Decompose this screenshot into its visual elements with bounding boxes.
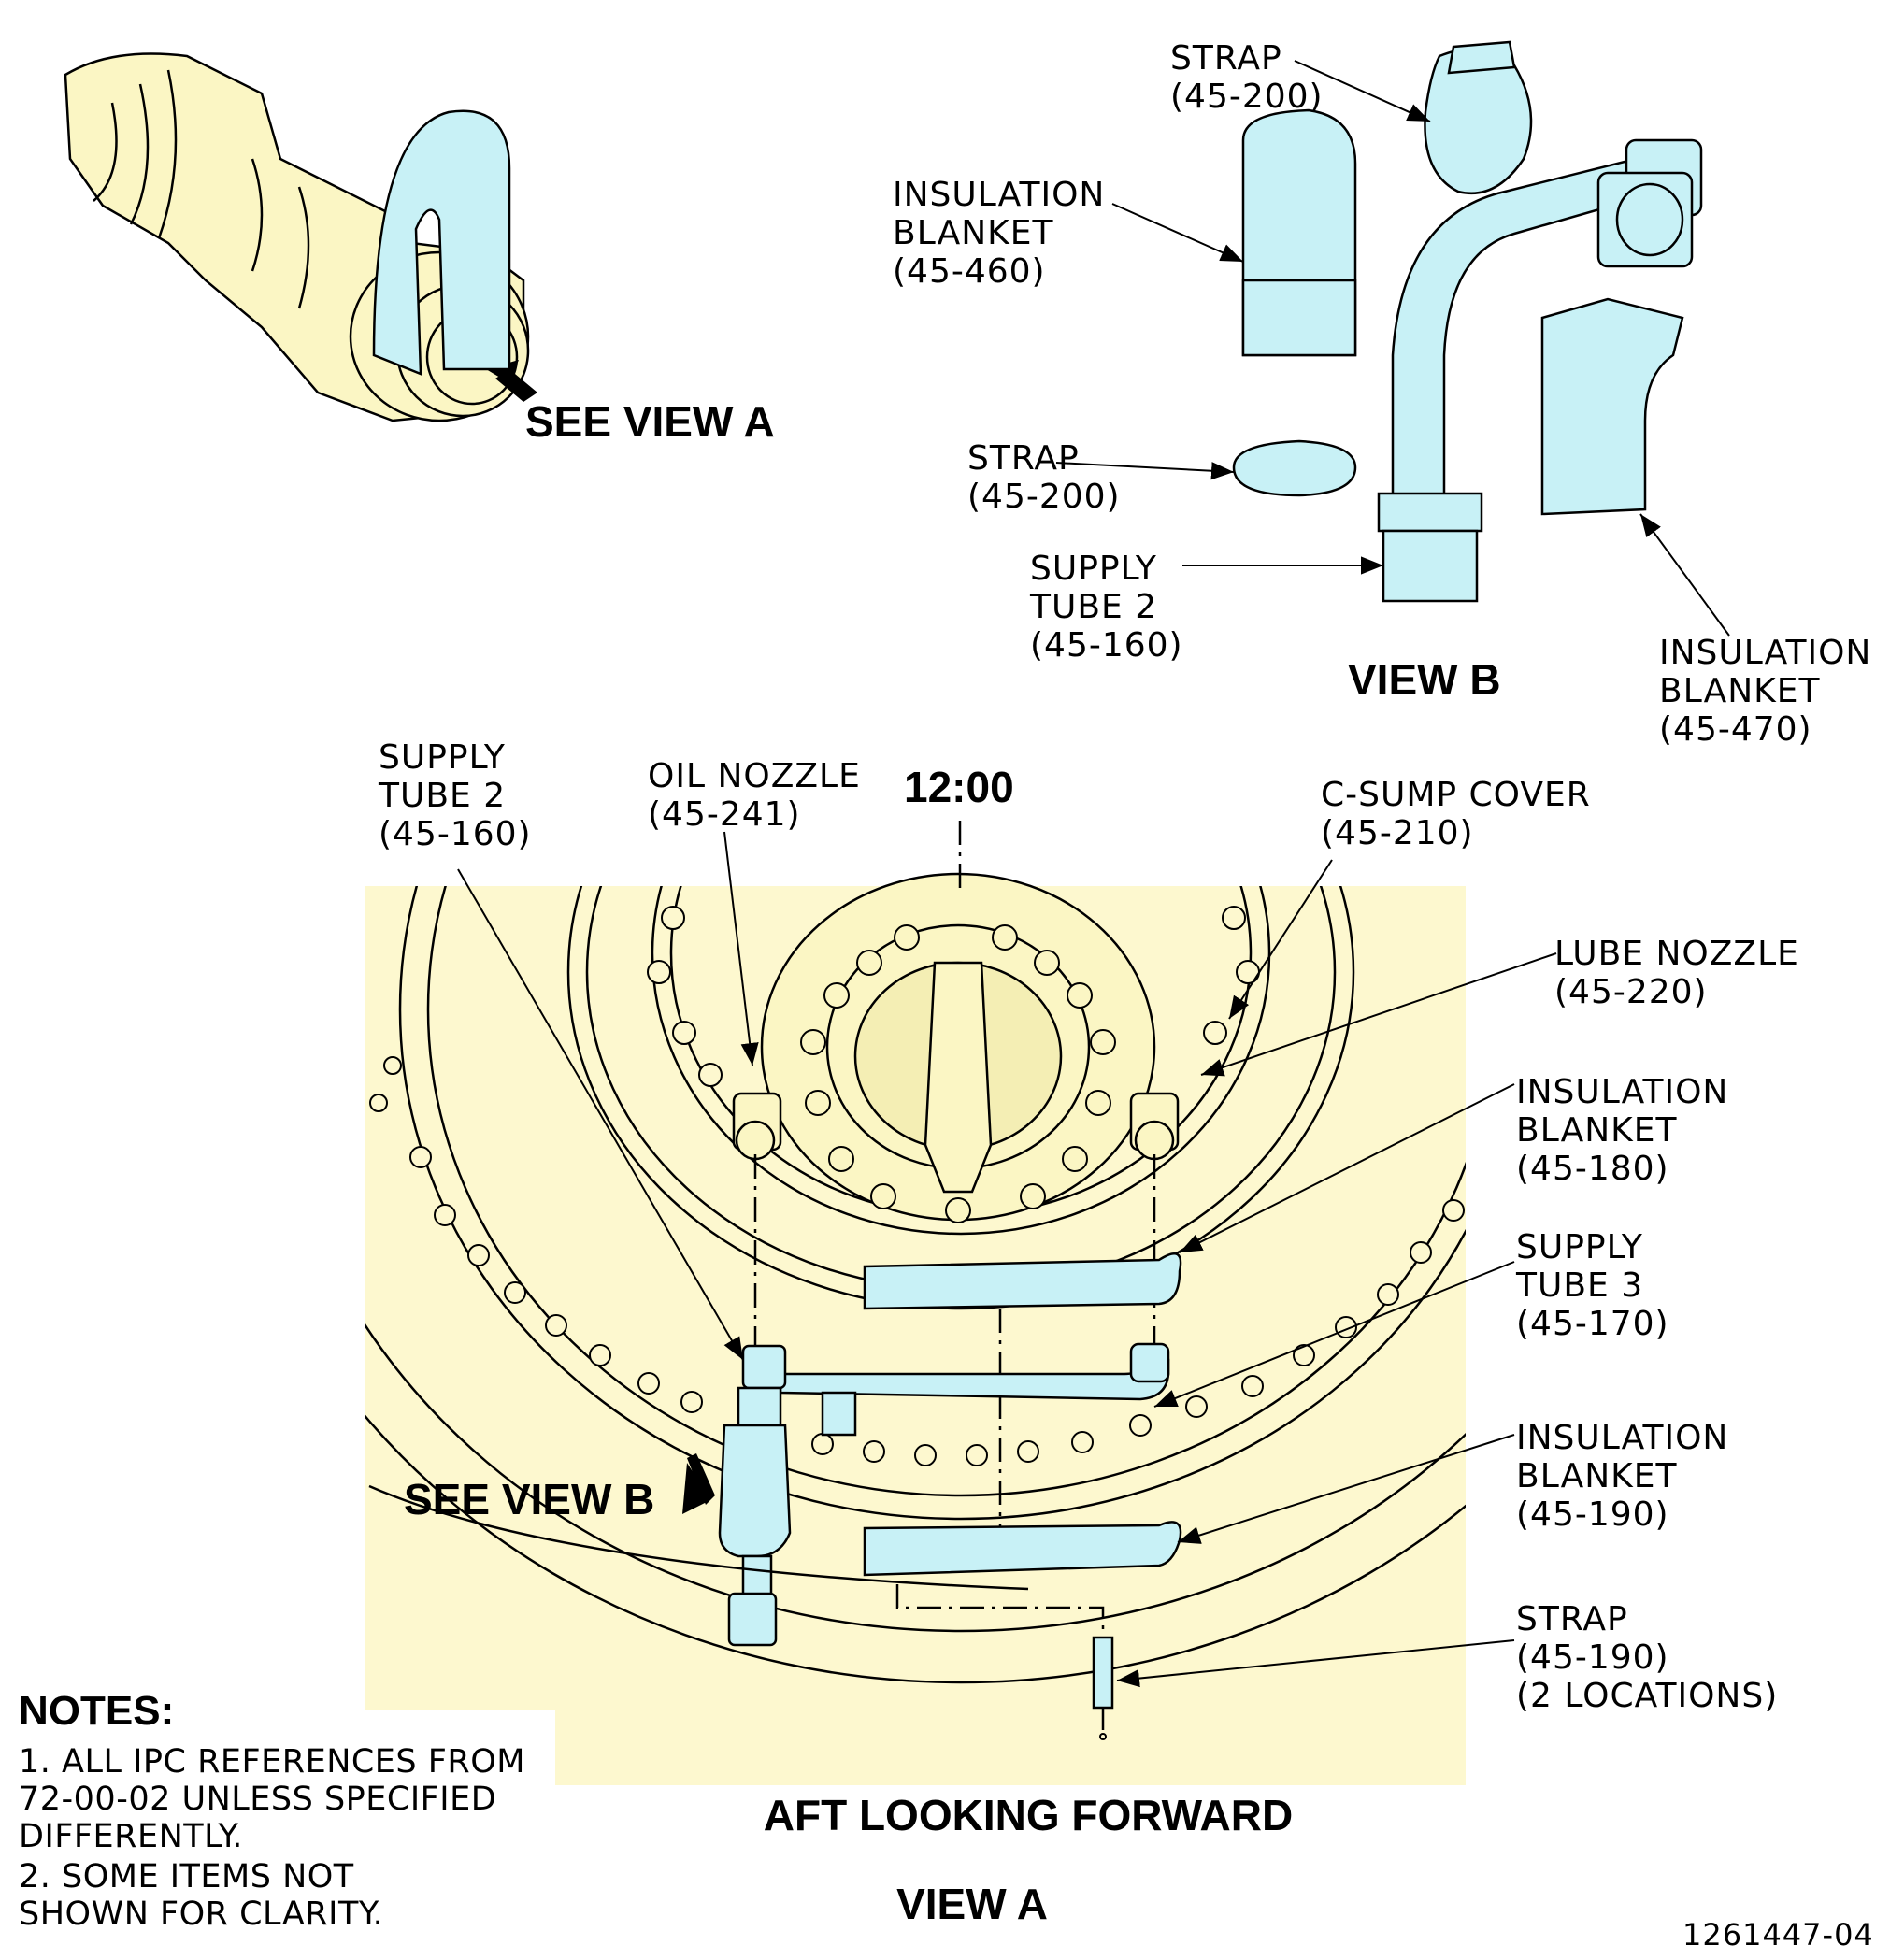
label-insulation-190: INSULATION BLANKET (45-190) — [1516, 1419, 1729, 1534]
label-supply-tube-2-a: SUPPLY TUBE 2 (45-160) — [379, 738, 532, 853]
view-b-title: VIEW B — [1348, 655, 1501, 704]
view-a-title-line1: AFT LOOKING FORWARD — [763, 1791, 1294, 1839]
see-view-b-arrow — [682, 1453, 715, 1514]
note-2: 2. SOME ITEMS NOT SHOWN FOR CLARITY. — [19, 1858, 384, 1933]
clock-12: 12:00 — [904, 763, 1014, 811]
label-strap-mid: STRAP (45-200) — [967, 439, 1121, 516]
see-view-a-label: SEE VIEW A — [525, 397, 775, 446]
note-1: 1. ALL IPC REFERENCES FROM 72-00-02 UNLE… — [19, 1743, 525, 1855]
label-c-sump-cover: C-SUMP COVER (45-210) — [1321, 776, 1591, 852]
see-view-b-label: SEE VIEW B — [404, 1475, 655, 1524]
label-supply-tube-3: SUPPLY TUBE 3 (45-170) — [1516, 1228, 1669, 1343]
label-strap-190: STRAP (45-190) (2 LOCATIONS) — [1516, 1600, 1779, 1715]
label-insulation-470: INSULATION BLANKET (45-470) — [1659, 634, 1872, 749]
figure-id: 1261447-04 — [1682, 1917, 1874, 1953]
insulation-blanket-470 — [1540, 297, 1684, 516]
view-a-title-line2: VIEW A — [896, 1880, 1048, 1928]
label-insulation-460: INSULATION BLANKET (45-460) — [893, 176, 1106, 291]
c-sump-cover — [760, 872, 1156, 1223]
insulation-blanket-460 — [372, 109, 511, 376]
label-lube-nozzle: LUBE NOZZLE (45-220) — [1554, 935, 1799, 1011]
label-supply-tube-2-b: SUPPLY TUBE 2 (45-160) — [1030, 550, 1183, 665]
label-oil-nozzle: OIL NOZZLE (45-241) — [648, 757, 861, 834]
supply-tube-2-body — [718, 1424, 792, 1558]
label-strap-top: STRAP (45-200) — [1170, 39, 1324, 116]
notes-heading: NOTES: — [19, 1688, 175, 1734]
insulation-blanket-190 — [863, 1521, 1182, 1577]
strap-190 — [1092, 1636, 1114, 1710]
label-insulation-180: INSULATION BLANKET (45-180) — [1516, 1073, 1729, 1188]
strap-mid — [1232, 439, 1357, 497]
insulation-blanket-180 — [863, 1252, 1182, 1310]
